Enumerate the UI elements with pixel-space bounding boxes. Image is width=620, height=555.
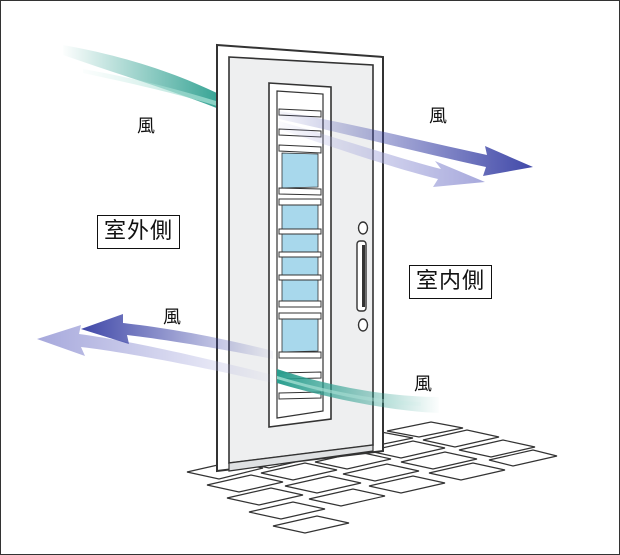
outdoor-side-label: 室外側 — [97, 215, 181, 250]
wind-label-upper-outdoor: 風 — [137, 116, 155, 137]
indoor-side-label: 室内側 — [409, 265, 493, 300]
wind-label-lower-indoor: 風 — [414, 374, 432, 395]
wind-arrow-lavender-right — [279, 121, 485, 187]
wind-flow-upper-indoor — [279, 111, 533, 187]
wind-arrow-lavender-left — [37, 325, 273, 383]
wind-flow-upper-teal — [63, 45, 229, 113]
door-handle-grip — [362, 245, 365, 307]
floor-tiles — [186, 421, 558, 534]
wind-flow-lower-teal — [277, 369, 439, 413]
door-threshold — [228, 444, 374, 472]
wind-label-upper-indoor: 風 — [429, 106, 447, 127]
glass-pane-lower — [281, 318, 319, 353]
wind-label-lower-outdoor: 風 — [163, 307, 181, 328]
door — [216, 43, 384, 473]
lower-lock-cylinder — [357, 318, 369, 332]
wind-arrow-blue-left — [81, 314, 273, 359]
glass-pane-upper — [281, 152, 319, 189]
wind-flow-lower-outdoor — [37, 314, 273, 383]
wind-arrow-blue-right — [279, 111, 533, 176]
upper-lock-cylinder — [357, 221, 369, 235]
